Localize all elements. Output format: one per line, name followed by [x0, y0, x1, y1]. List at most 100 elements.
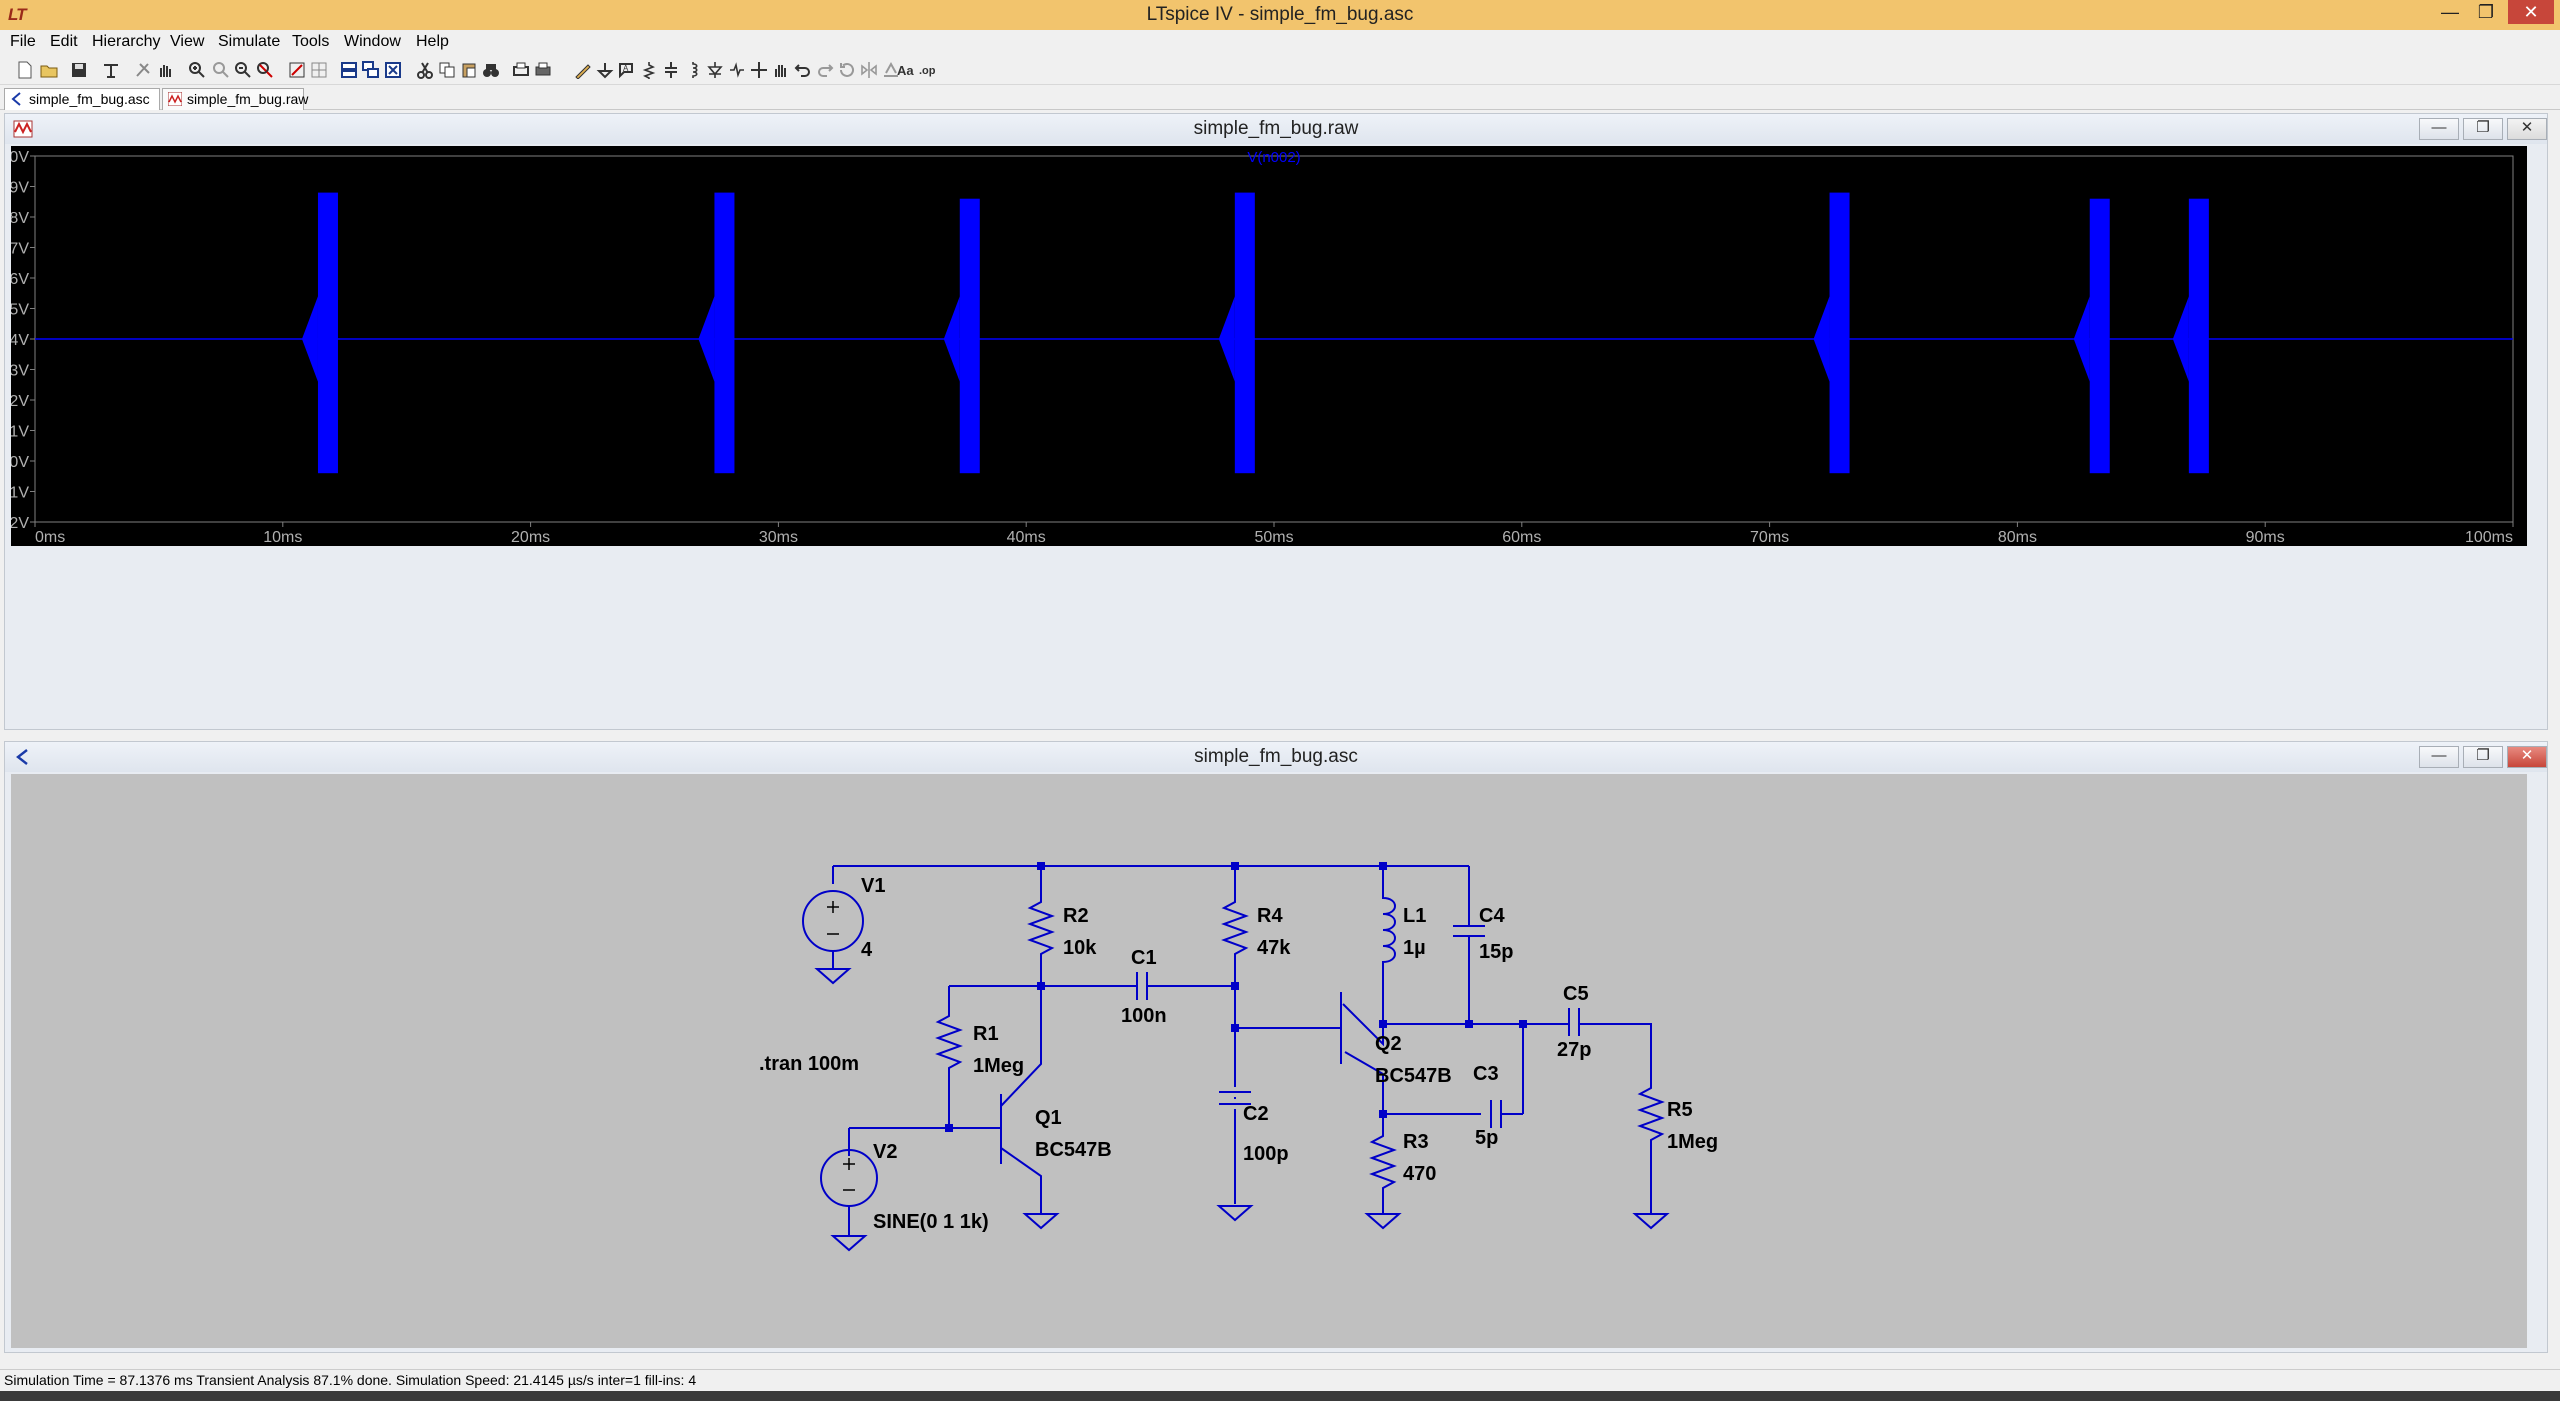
menu-view[interactable]: View — [170, 33, 205, 50]
schematic-pane-titlebar[interactable]: simple_fm_bug.asc — ❐ ✕ — [5, 742, 2547, 772]
capacitor-c4[interactable] — [1453, 866, 1485, 1024]
burst-mark — [959, 198, 980, 474]
control-panel-icon[interactable] — [102, 61, 120, 79]
menu-help[interactable]: Help — [416, 33, 449, 50]
paste-icon[interactable] — [460, 61, 478, 79]
y-tick-label: 8V — [11, 210, 29, 227]
undo-icon[interactable] — [794, 61, 812, 79]
print-preview-icon[interactable] — [512, 61, 530, 79]
capacitor-c1[interactable] — [1041, 972, 1235, 1000]
label-net-icon[interactable]: A — [618, 61, 636, 79]
zoom-pan-icon[interactable] — [212, 61, 230, 79]
cascade-icon[interactable] — [362, 61, 380, 79]
waveform-chart[interactable]: 10V9V8V7V6V5V4V3V2V1V0V-1V-2V0ms10ms20ms… — [1, 146, 2527, 546]
schematic-maximize-button[interactable]: ❐ — [2463, 746, 2503, 768]
inductor-icon[interactable] — [684, 61, 702, 79]
voltage-source-v1[interactable] — [802, 890, 864, 952]
run-icon[interactable] — [134, 61, 152, 79]
redo-icon[interactable] — [816, 61, 834, 79]
transistor-q1[interactable] — [1000, 986, 1042, 1214]
resistor-r4[interactable] — [1221, 866, 1249, 986]
document-tabs: simple_fm_bug.asc simple_fm_bug.raw — [0, 86, 2560, 110]
mirror-icon[interactable] — [860, 61, 878, 79]
spice-directive[interactable]: .tran 100m — [759, 1053, 859, 1075]
capacitor-c5[interactable] — [1523, 1008, 1652, 1074]
schematic-minimize-button[interactable]: — — [2419, 746, 2459, 768]
capacitor-icon[interactable] — [662, 61, 680, 79]
burst-envelope — [2172, 296, 2189, 382]
x-tick-label: 70ms — [1750, 529, 1789, 546]
burst-envelope — [1218, 296, 1235, 382]
y-tick-label: 1V — [11, 424, 29, 441]
menu-window[interactable]: Window — [344, 33, 401, 50]
menu-tools[interactable]: Tools — [292, 33, 330, 50]
maximize-button[interactable]: ❐ — [2477, 2, 2495, 22]
draw-wire-icon[interactable] — [574, 61, 592, 79]
zoom-out-icon[interactable] — [234, 61, 252, 79]
zoom-in-icon[interactable] — [188, 61, 206, 79]
resistor-r1[interactable] — [935, 985, 1041, 1100]
resistor-icon[interactable] — [640, 61, 658, 79]
zoom-fit-icon[interactable] — [256, 61, 274, 79]
open-folder-icon[interactable] — [40, 61, 58, 79]
drag-hand-icon[interactable] — [772, 61, 790, 79]
inductor-l1[interactable] — [1382, 866, 1396, 1024]
copy-icon[interactable] — [438, 61, 456, 79]
taskbar — [0, 1391, 2560, 1401]
resistor-r2[interactable] — [1027, 866, 1055, 986]
autorange-icon[interactable] — [288, 61, 306, 79]
resistor-r5[interactable] — [1637, 1074, 1665, 1214]
waveform-maximize-button[interactable]: ❐ — [2463, 118, 2503, 140]
menu-edit[interactable]: Edit — [50, 33, 78, 50]
schematic-close-button[interactable]: ✕ — [2507, 746, 2547, 768]
burst-mark — [714, 192, 735, 474]
close-all-icon[interactable] — [384, 61, 402, 79]
close-button[interactable]: ✕ — [2508, 0, 2554, 24]
diode-icon[interactable] — [706, 61, 724, 79]
tab-waveform-label: simple_fm_bug.raw — [187, 91, 309, 107]
spice-op-icon[interactable]: .op — [918, 61, 936, 79]
tab-schematic[interactable]: simple_fm_bug.asc — [4, 88, 160, 110]
label-r2-value: 10k — [1063, 937, 1097, 959]
title-bar: LT LTspice IV - simple_fm_bug.asc — ❐ ✕ — [0, 0, 2560, 30]
x-tick-label: 30ms — [759, 529, 798, 546]
resistor-r3[interactable] — [1369, 1114, 1397, 1214]
transistor-q2[interactable] — [1235, 992, 1384, 1075]
waveform-minimize-button[interactable]: — — [2419, 118, 2459, 140]
ground-icon[interactable] — [596, 61, 614, 79]
capacitor-c3[interactable] — [1383, 1023, 1524, 1128]
label-r1-value: 1Meg — [973, 1055, 1024, 1077]
cut-icon[interactable] — [416, 61, 434, 79]
component-icon[interactable] — [728, 61, 746, 79]
move-icon[interactable] — [750, 61, 768, 79]
pan-hand-icon[interactable] — [156, 61, 174, 79]
x-tick-label: 40ms — [1007, 529, 1046, 546]
rotate-icon[interactable] — [838, 61, 856, 79]
y-tick-label: 9V — [11, 180, 29, 197]
menu-file[interactable]: File — [10, 33, 36, 50]
schematic-drawing[interactable]: V1 4 R2 10k R4 47k L1 1µ C4 15p C1 100n … — [11, 774, 2527, 1348]
tile-horizontal-icon[interactable] — [340, 61, 358, 79]
new-file-icon[interactable] — [16, 61, 34, 79]
label-r3-value: 470 — [1403, 1163, 1436, 1185]
schematic-canvas[interactable]: V1 4 R2 10k R4 47k L1 1µ C4 15p C1 100n … — [11, 774, 2527, 1348]
grid-icon[interactable] — [310, 61, 328, 79]
burst-envelope — [698, 296, 715, 382]
waveform-close-button[interactable]: ✕ — [2507, 118, 2547, 140]
label-r5-value: 1Meg — [1667, 1131, 1718, 1153]
spice-directive-icon[interactable] — [882, 61, 900, 79]
find-icon[interactable] — [482, 61, 500, 79]
capacitor-c2[interactable] — [1219, 1091, 1251, 1105]
text-icon[interactable]: Aa — [896, 61, 914, 79]
menu-hierarchy[interactable]: Hierarchy — [92, 33, 161, 50]
menu-simulate[interactable]: Simulate — [218, 33, 281, 50]
waveform-pane-titlebar[interactable]: simple_fm_bug.raw — ❐ ✕ — [5, 114, 2547, 144]
y-tick-label: 10V — [11, 149, 29, 166]
label-c2-ref: C2 — [1243, 1103, 1269, 1125]
save-icon[interactable] — [70, 61, 88, 79]
minimize-button[interactable]: — — [2441, 2, 2459, 22]
tab-waveform[interactable]: simple_fm_bug.raw — [162, 88, 308, 110]
label-q2-ref: Q2 — [1375, 1033, 1402, 1055]
print-icon[interactable] — [534, 61, 552, 79]
plot-area[interactable]: 10V9V8V7V6V5V4V3V2V1V0V-1V-2V0ms10ms20ms… — [1, 146, 2527, 546]
